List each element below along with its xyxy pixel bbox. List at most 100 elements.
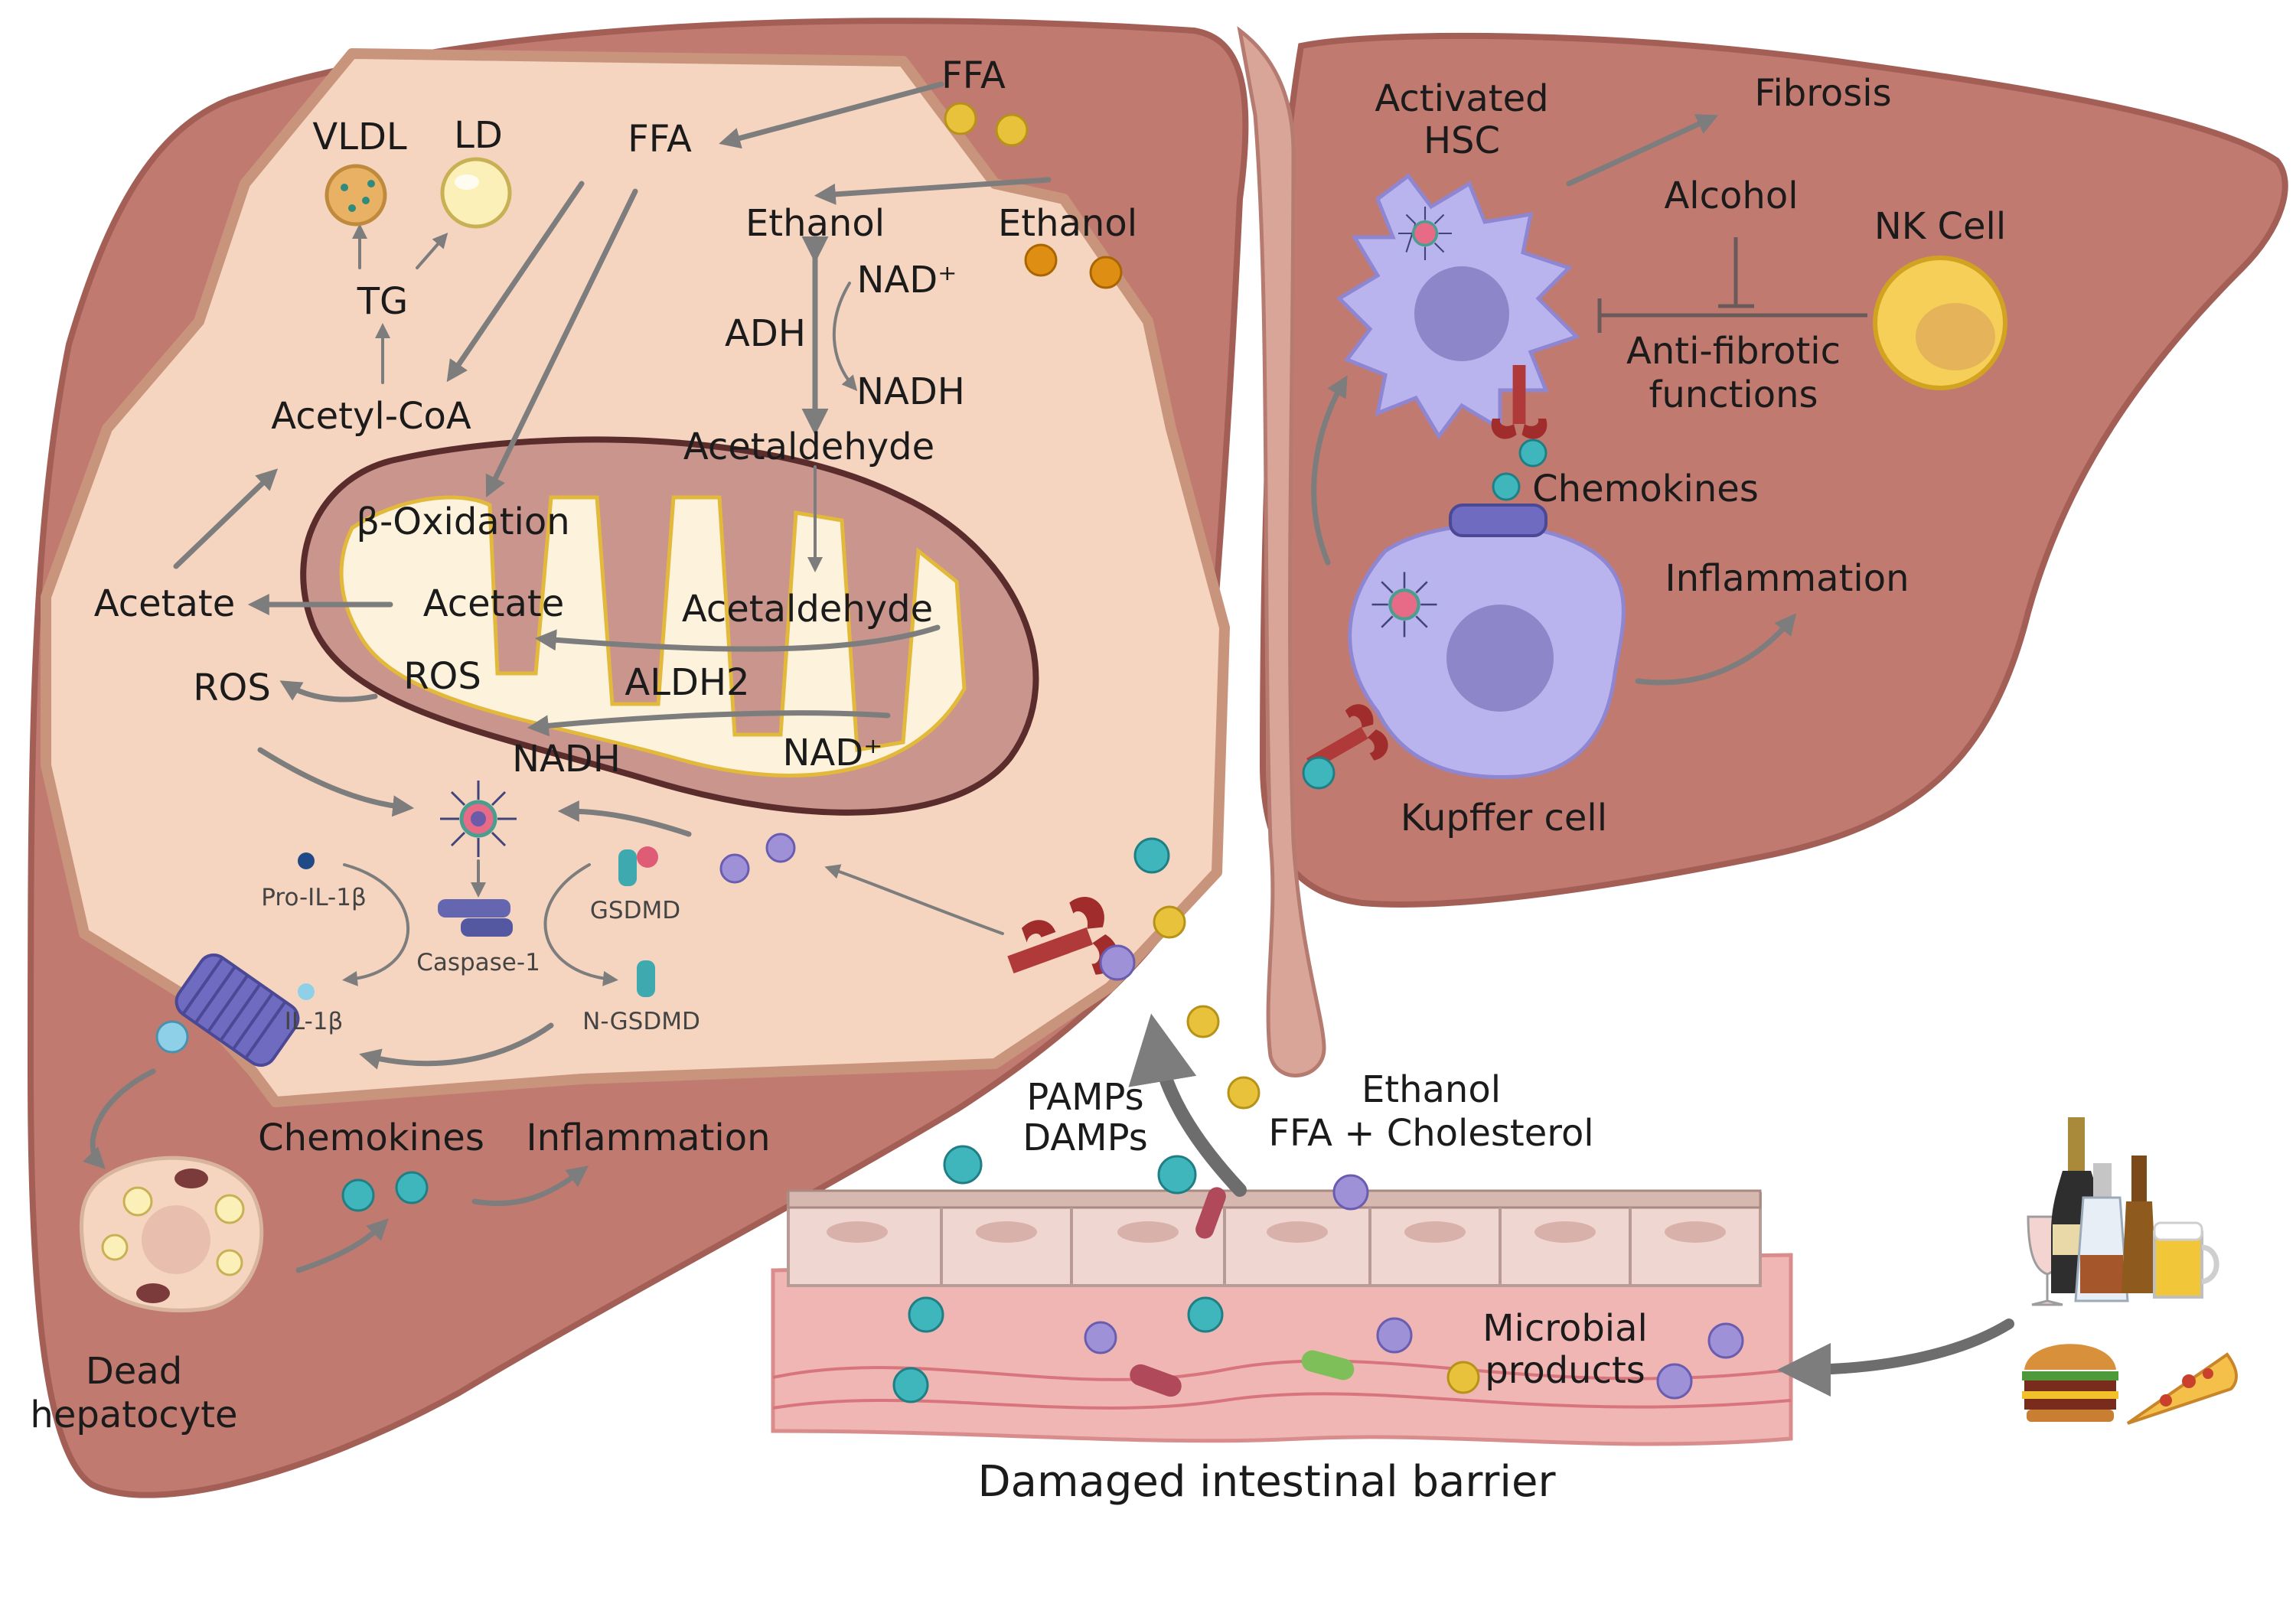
ffa-to-betaox-arrow — [485, 188, 638, 498]
burger-icon — [2022, 1344, 2118, 1422]
ld-label: LD — [454, 114, 503, 157]
acetate-to-acetylcoa-arrow — [173, 468, 279, 569]
pore-formation-arrow — [359, 1022, 554, 1070]
il1b-release-icon — [155, 1020, 189, 1054]
ros-mito-label: ROS — [403, 655, 481, 698]
pizza-icon — [2126, 1352, 2238, 1425]
chemokine-particle-icon — [1492, 472, 1521, 501]
kupffer-cell-label: Kupffer cell — [1401, 797, 1607, 839]
pamp-particle-icon — [1099, 944, 1136, 981]
liquor-bottle-icon — [2074, 1163, 2129, 1302]
anti-fibrotic-label-line1: Anti-fibrotic — [1626, 330, 1841, 373]
pro-il1b-label: Pro-IL-1β — [261, 884, 367, 911]
ffa-particle-icon — [1153, 905, 1186, 939]
nk-cell-label: NK Cell — [1874, 205, 2006, 248]
il1b-icon — [298, 983, 315, 1000]
dead-hepatocyte-label-line2: hepatocyte — [30, 1393, 237, 1436]
il1b-label: IL-1β — [285, 1008, 344, 1035]
ros-cytosol-label: ROS — [193, 667, 271, 709]
activated-hsc-label-line2: HSC — [1424, 119, 1500, 162]
adh-label: ADH — [725, 312, 806, 355]
nad-plus-mito-label: NAD⁺ — [782, 732, 882, 774]
ethanol-inside-label: Ethanol — [745, 202, 885, 245]
kupffer-to-hsc-arrow — [1311, 375, 1348, 566]
lipid-droplet-icon — [440, 157, 512, 229]
pamp-particle-icon — [1656, 1363, 1693, 1400]
liver-right-lobe — [1259, 32, 2288, 908]
chemokine-particle-icon — [1518, 438, 1548, 468]
diet-icons — [2022, 1117, 2238, 1425]
kupffer-to-inflammation-arrow — [1635, 613, 1797, 686]
ethanol-outside-label: Ethanol — [998, 202, 1137, 245]
bacterium-icon — [1301, 1350, 1355, 1380]
inflammasome-icon — [1398, 207, 1452, 260]
acetate-cytosol-label: Acetate — [94, 582, 236, 625]
bacterium-icon — [1130, 1364, 1182, 1397]
damaged-barrier-label: Damaged intestinal barrier — [978, 1457, 1557, 1507]
acetaldehyde-cytosol-label: Acetaldehyde — [683, 425, 934, 468]
n-gsdmd-label: N-GSDMD — [582, 1008, 700, 1035]
ffa-particle-icon — [1446, 1361, 1480, 1394]
hsc-to-fibrosis-arrow — [1566, 114, 1719, 187]
n-gsdmd-icon — [637, 960, 655, 997]
chemokine-particle-icon — [908, 1296, 944, 1333]
ethanol-import-arrow — [814, 177, 1052, 205]
ffa-particle-icon — [995, 113, 1029, 147]
chemokine-particle-icon — [1187, 1296, 1224, 1333]
pro-il1b-cleavage-arrow — [342, 863, 410, 986]
fibrosis-label: Fibrosis — [1754, 72, 1891, 115]
aldh2-label: ALDH2 — [625, 661, 749, 704]
inflammasome-icon — [1371, 572, 1437, 637]
damps-label: DAMPs — [1022, 1116, 1147, 1159]
nad-cycle-arrow — [832, 282, 858, 392]
tlr-to-inflammasome-arrow — [557, 800, 692, 837]
dead-to-chemokine-arrow — [295, 1218, 389, 1273]
beta-oxidation-label: β-Oxidation — [356, 500, 569, 543]
inflammation-right-label: Inflammation — [1665, 557, 1909, 600]
translocation-arrow — [1128, 1013, 1247, 1197]
acetyl-coa-label: Acetyl-CoA — [271, 395, 471, 438]
damp-particle-icon — [765, 833, 796, 863]
acetaldehyde-mito-label: Acetaldehyde — [682, 588, 933, 631]
ffa-inside-label: FFA — [628, 118, 692, 161]
cell-death-arrow — [83, 1068, 156, 1169]
ethanol-particle-icon — [1089, 256, 1123, 289]
ffa-particle-icon — [944, 102, 977, 135]
activated-hsc-label-line1: Activated — [1375, 77, 1548, 120]
gsdmd-cleavage-arrow — [543, 863, 618, 986]
kupffer-cell-icon — [1348, 504, 1626, 780]
chemokines-right-label: Chemokines — [1532, 468, 1759, 510]
dead-hepatocyte-label-line1: Dead — [86, 1350, 182, 1393]
nadh-label: NADH — [856, 370, 965, 413]
pamp-particle-icon — [1376, 1317, 1413, 1354]
mitochondrion — [300, 436, 1039, 816]
ffa-import-arrow — [719, 81, 944, 149]
microbial-products-label-line2: products — [1485, 1349, 1645, 1392]
nad-to-nadh-arrow — [527, 710, 891, 737]
beer-mug-icon — [2153, 1221, 2219, 1299]
nadh-mito-label: NADH — [512, 738, 621, 781]
gsdmd-label: GSDMD — [590, 897, 680, 924]
tg-label: TG — [357, 280, 409, 323]
intestinal-barrier — [771, 1189, 1793, 1446]
pro-il1b-icon — [298, 852, 315, 869]
intestinal-tissue — [771, 1253, 1793, 1446]
damp-particle-icon — [719, 853, 750, 884]
chemokine-particle-icon — [1133, 837, 1170, 874]
tlr-receptor-icon — [1007, 897, 1118, 975]
pamp-particle-icon — [1332, 1174, 1369, 1211]
ros-export-arrow — [279, 680, 378, 702]
ethanol-particle-icon — [1024, 243, 1058, 277]
chemokine-to-inflammation-arrow — [471, 1165, 589, 1207]
nad-plus-label: NAD⁺ — [856, 259, 957, 302]
pamp-particle-icon — [1707, 1322, 1744, 1359]
ffa-outside-label: FFA — [941, 54, 1006, 97]
chemokine-particle-icon — [1157, 1155, 1197, 1195]
pamps-label: PAMPs — [1026, 1076, 1143, 1119]
beer-bottle-icon — [2122, 1156, 2157, 1293]
falciform-ligament — [1237, 26, 1326, 1077]
dead-hepatocyte-icon — [79, 1156, 264, 1312]
microbial-products-label-line1: Microbial — [1482, 1307, 1648, 1350]
hepatocyte-cell — [41, 48, 1230, 1273]
